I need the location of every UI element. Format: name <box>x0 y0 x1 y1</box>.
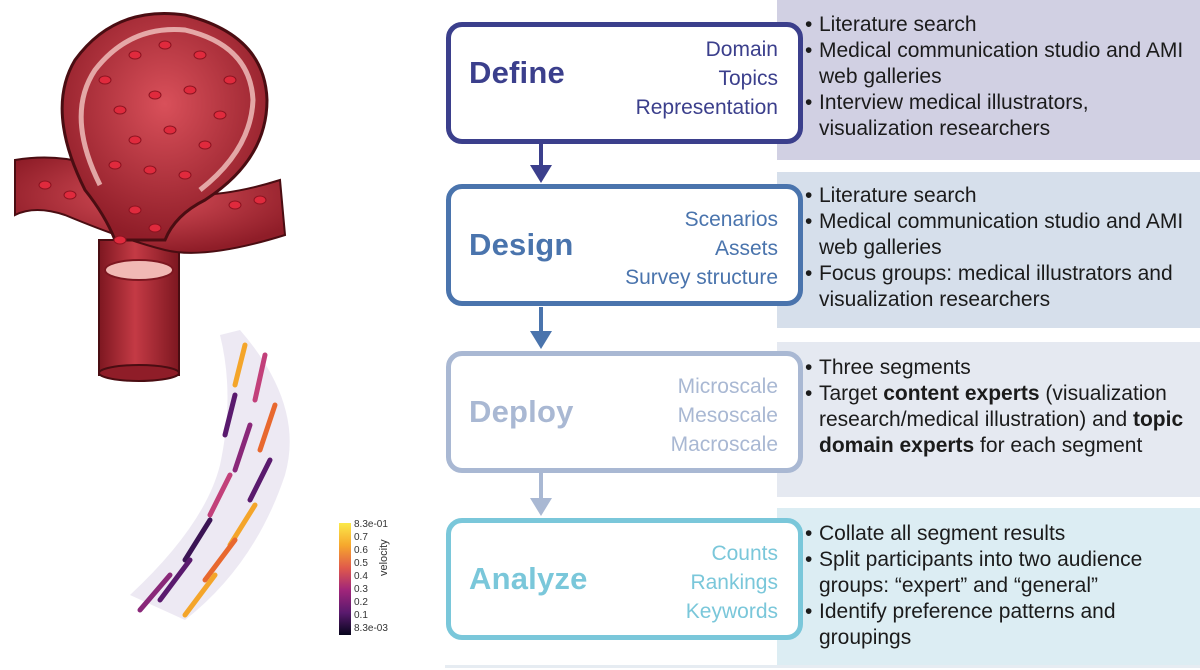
stage-subitems: Domain Topics Representation <box>636 35 778 122</box>
bottom-rule <box>445 665 1200 668</box>
colorbar-label: velocity <box>378 539 390 576</box>
colorbar-tick: 0.4 <box>354 571 368 582</box>
arrow-deploy-analyze <box>530 472 552 516</box>
aneurysm-illustration <box>14 11 287 382</box>
colorbar-ticks: 8.3e-01 0.7 0.6 0.5 0.4 0.3 0.2 0.1 8.3e… <box>354 518 394 635</box>
bullet-item: Three segments <box>805 355 1200 381</box>
colorbar-tick: 0.7 <box>354 532 368 543</box>
bullet-item: Interview medical illustrators, visualiz… <box>805 90 1200 142</box>
colorbar-tick: 8.3e-03 <box>354 623 388 634</box>
bullet-item: Literature search <box>805 183 1200 209</box>
stage-title: Define <box>469 55 565 90</box>
colorbar-tick: 0.6 <box>354 545 368 556</box>
deploy-bullets-panel: Three segments Target content experts (v… <box>777 342 1200 497</box>
bullet-item: Literature search <box>805 12 1200 38</box>
velocity-colorbar <box>339 523 351 635</box>
arrow-design-deploy <box>530 307 552 349</box>
stage-define-box: Define Domain Topics Representation <box>446 22 803 144</box>
arrow-define-design <box>530 141 552 183</box>
stage-subitem: Representation <box>635 96 778 119</box>
bullet-item: Collate all segment results <box>805 521 1200 547</box>
colorbar-tick: 0.1 <box>354 610 368 621</box>
stage-design-box: Design Scenarios Assets Survey structure <box>446 184 803 306</box>
bullet-item: Focus groups: medical illustrators and v… <box>805 261 1200 313</box>
colorbar-tick: 0.3 <box>354 584 368 595</box>
stage-subitem: Macroscale <box>670 433 778 456</box>
stage-subitems: Scenarios Assets Survey structure <box>625 205 778 292</box>
bullet-text: Target <box>819 382 884 405</box>
stage-title: Deploy <box>469 394 574 429</box>
stage-title: Analyze <box>469 561 588 596</box>
stage-title: Design <box>469 227 574 262</box>
bullet-item: Medical communication studio and AMI web… <box>805 38 1200 90</box>
colorbar-tick: 0.2 <box>354 597 368 608</box>
stage-subitem: Rankings <box>690 571 778 594</box>
stage-subitem: Keywords <box>685 600 778 623</box>
stage-subitem: Topics <box>718 67 778 90</box>
define-bullets-panel: Literature search Medical communication … <box>777 0 1200 160</box>
bullet-emphasis: topic domain experts <box>819 408 1184 457</box>
bullet-text: for each segment <box>974 434 1143 457</box>
velocity-vector-field <box>130 330 290 620</box>
stage-subitem: Mesoscale <box>677 404 778 427</box>
stage-subitem: Microscale <box>677 375 778 398</box>
bullet-item: Medical communication studio and AMI web… <box>805 209 1200 261</box>
stage-subitems: Counts Rankings Keywords <box>686 539 778 626</box>
bullet-text: (visualization research/medical illustra… <box>819 382 1167 431</box>
colorbar-tick: 0.5 <box>354 558 368 569</box>
bullet-item: Identify preference patterns and groupin… <box>805 599 1200 651</box>
stage-subitem: Domain <box>705 38 778 61</box>
stage-analyze-box: Analyze Counts Rankings Keywords <box>446 518 803 640</box>
stage-subitem: Assets <box>714 237 778 260</box>
bullet-item: Target content experts (visualization re… <box>805 381 1200 459</box>
bullet-emphasis: content experts <box>883 382 1040 405</box>
stage-subitem: Survey structure <box>625 266 778 289</box>
analyze-bullets-panel: Collate all segment results Split partic… <box>777 508 1200 666</box>
stage-subitem: Scenarios <box>684 208 778 231</box>
stage-subitems: Microscale Mesoscale Macroscale <box>671 372 778 459</box>
design-bullets-panel: Literature search Medical communication … <box>777 172 1200 328</box>
colorbar-tick: 8.3e-01 <box>354 519 388 530</box>
stage-subitem: Counts <box>711 542 778 565</box>
stage-deploy-box: Deploy Microscale Mesoscale Macroscale <box>446 351 803 473</box>
bullet-item: Split participants into two audience gro… <box>805 547 1200 599</box>
